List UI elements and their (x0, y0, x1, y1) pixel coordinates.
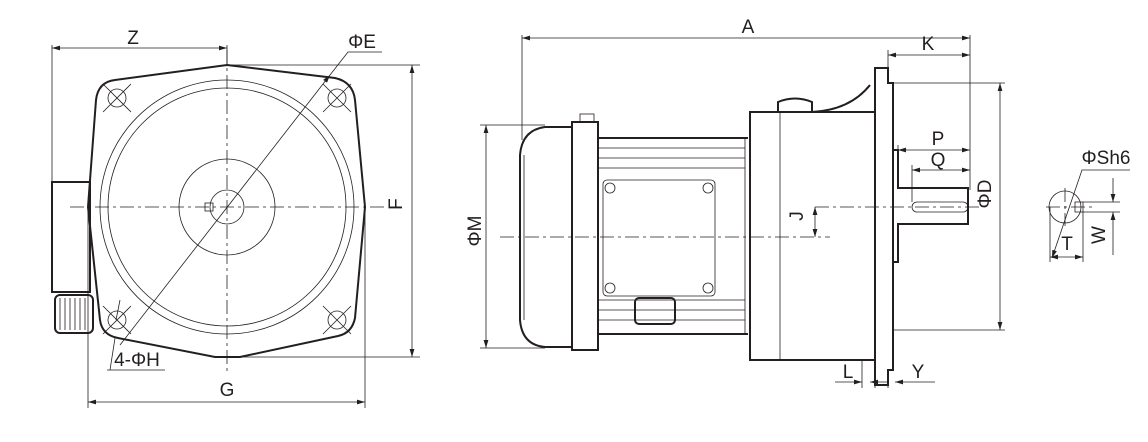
dim-a-label: A (742, 17, 755, 38)
shaft-circle (209, 189, 245, 225)
dim-p-label: P (932, 129, 945, 150)
terminal-cover (602, 179, 716, 297)
dim-w-label: W (1089, 226, 1110, 244)
cable-gland (54, 294, 94, 334)
dim-t-label: T (1061, 234, 1073, 255)
dim-m-label: ΦM (465, 216, 486, 247)
end-bracket (571, 121, 599, 351)
bolt (579, 113, 595, 123)
cable-gland-side (634, 297, 676, 325)
shaft-end-view: W ΦSh6 T (1046, 148, 1130, 262)
mounting-holes (102, 83, 352, 335)
dim-g-label: G (220, 380, 235, 401)
dim-d-label: ΦD (975, 180, 996, 209)
dim-e-label: ΦE (348, 32, 376, 53)
housing-outline (86, 63, 367, 358)
terminal-box (51, 181, 91, 293)
front-view: Z ΦE F G 4-ΦH (51, 28, 420, 408)
dim-j-label: J (787, 211, 808, 221)
output-flange (874, 67, 894, 386)
dim-s-label: ΦSh6 (1082, 148, 1131, 169)
dim-q-label: Q (931, 150, 946, 171)
gearbox-body (749, 111, 876, 361)
side-view: A K P Q ΦD J ΦM L Y (465, 17, 1005, 388)
fan-cover (519, 126, 572, 348)
dim-l-label: L (843, 362, 854, 383)
dim-z-label: Z (127, 28, 139, 49)
dim-y-label: Y (912, 362, 925, 383)
dim-k-label: K (922, 34, 935, 55)
dim-f-label: F (386, 198, 407, 210)
dim-h-label: 4-ΦH (114, 350, 160, 371)
